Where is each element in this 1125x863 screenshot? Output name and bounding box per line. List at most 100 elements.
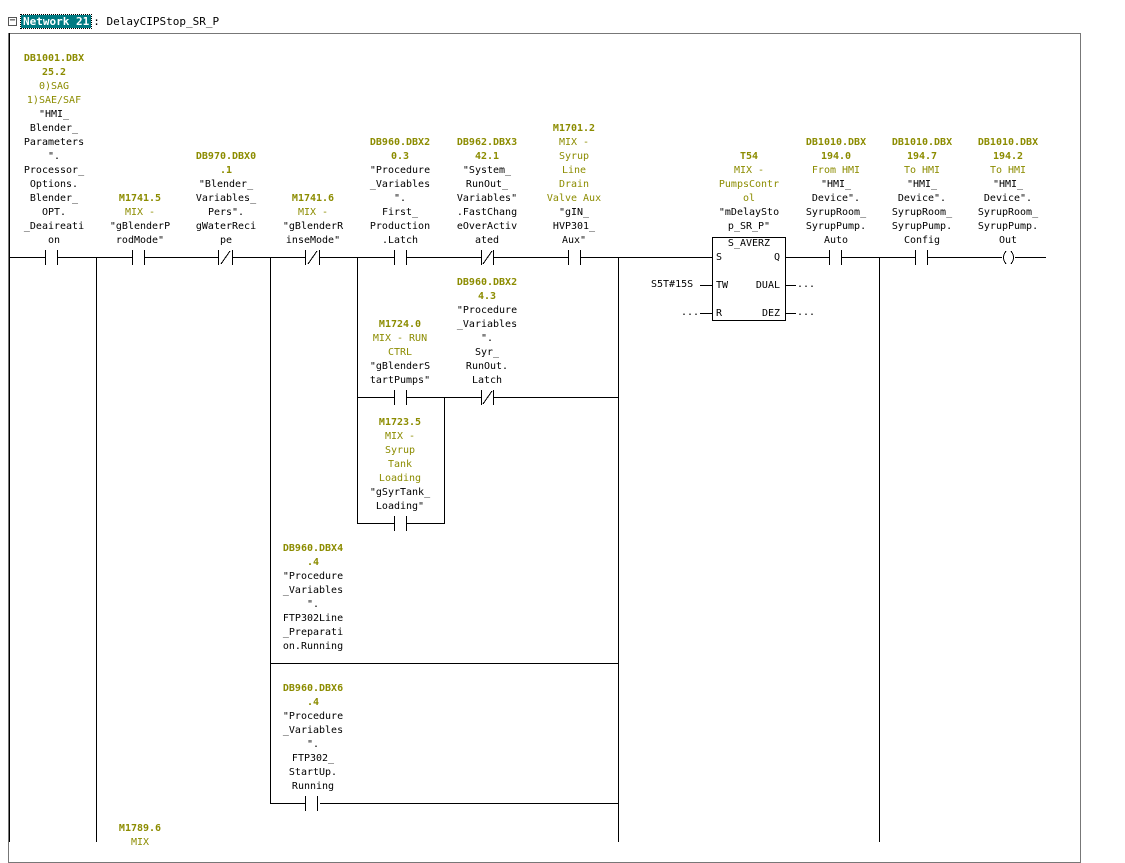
contact-no-m1724-0[interactable] [394,390,407,405]
operand-line: "Procedure [456,305,518,316]
operand-line: DB960.DBX2 [369,137,431,148]
tw-value[interactable]: S5T#15S [651,279,694,290]
operand-line: Line [561,165,587,176]
operand-line: _Variables [282,725,344,736]
operand-line: Loading" [375,501,425,512]
operand-line: DB960.DBX2 [456,277,518,288]
contact-nc-db960-24-3[interactable] [481,390,494,405]
operand-line: inseMode" [285,235,341,246]
operand-line: Syr_ [474,347,500,358]
contact-nc-db962[interactable] [481,250,494,265]
operand-db960-dbx6-4[interactable]: DB960.DBX6.4"Procedure_Variables".FTP302… [274,682,352,794]
operand-line: 42.1 [474,151,500,162]
operand-line: eOverActiv [456,221,518,232]
operand-line: Blender_ [29,193,79,204]
operand-line: MIX [130,837,150,848]
operand-line: Valve Aux [546,193,602,204]
operand-line: p_SR_P" [727,221,771,232]
contact-no-db1001[interactable] [45,250,58,265]
contact-no-db1010-194-0[interactable] [829,250,842,265]
operand-line: Auto [823,235,849,246]
operand-line: Blender_ [29,123,79,134]
operand-line: .4 [306,697,320,708]
ladder-diagram[interactable] [0,0,1125,842]
operand-line: "gIN_ [558,207,590,218]
operand-line: M1789.6 [118,823,162,834]
contact-nc-db970[interactable] [218,250,233,265]
contact-no-m1723-5[interactable] [394,516,407,531]
operand-line: SyrupPump. [805,221,867,232]
operand-line: "Procedure [282,571,344,582]
contact-no-db1010-194-7[interactable] [915,250,928,265]
operand-line: RunOut. [465,361,509,372]
operand-line: Tank [387,459,413,470]
operand-line: PumpsContr [718,179,780,190]
operand-line: ol [742,193,756,204]
operand-line: SyrupPump. [891,221,953,232]
operand-line: To HMI [989,165,1027,176]
operand-line: gWaterReci [195,221,257,232]
collapse-icon[interactable]: − [8,15,17,26]
pin-tw-label: TW [716,280,729,291]
r-value[interactable]: ... [681,307,700,318]
operand-line: ". [306,739,320,750]
operand-line: DB960.DBX4 [282,543,344,554]
operand-line: _Variables [456,319,518,330]
operand-line: MIX - [384,431,416,442]
coil-db1010-194-2[interactable] [1003,250,1014,265]
operand-db970-dbx0-1[interactable]: DB970.DBX0.1"Blender_Variables_Pers".gWa… [187,150,265,248]
operand-db960-dbx4-4[interactable]: DB960.DBX4.4"Procedure_Variables".FTP302… [274,542,352,654]
pin-q-label: Q [773,252,780,263]
operand-line: SyrupRoom_ [977,207,1039,218]
timer-pin-stubs [700,285,796,314]
operand-line: Aux" [561,235,587,246]
operand-line: M1723.5 [378,417,422,428]
operand-line: Syrup [558,151,590,162]
timer-block-type: S_AVERZ [727,238,771,249]
operand-line: Syrup [384,445,416,456]
operand-line: 194.0 [820,151,852,162]
operand-line: Loading [378,473,422,484]
network-title[interactable]: : DelayCIPStop_SR_P [93,14,220,28]
operand-line: "HMI_ [906,179,938,190]
operand-line: "Procedure [369,165,431,176]
timer-block-s-averz[interactable]: S_AVERZ S TW R Q DUAL DEZ [712,237,786,321]
contact-no-db960-20-3[interactable] [394,250,407,265]
network-header: − Network 21 : DelayCIPStop_SR_P [8,13,219,29]
operand-line: DB1001.DBX [23,53,85,64]
contact-no-db960-6-4[interactable] [305,796,318,811]
operand-line: DB1010.DBX [977,137,1039,148]
dez-value[interactable]: ... [797,307,816,318]
operand-line: .4 [306,557,320,568]
operand-line: M1724.0 [378,319,422,330]
contact-nc-m1741-6[interactable] [305,250,320,265]
operand-line: MIX - [297,207,329,218]
operand-line: 0)SAG [38,81,70,92]
operand-line: _Variables [369,179,431,190]
network-label[interactable]: Network 21 [19,13,93,29]
contact-no-m1701-2[interactable] [568,250,581,265]
dual-value[interactable]: ... [797,279,816,290]
operand-line: DB1010.DBX [805,137,867,148]
operand-line: "Procedure [282,711,344,722]
contact-no-m1741-5[interactable] [132,250,145,265]
operand-line: .Latch [381,235,419,246]
operand-line: MIX - [733,165,765,176]
operand-line: From HMI [811,165,861,176]
operand-line: Production [369,221,431,232]
operand-line: Pers". [207,207,245,218]
